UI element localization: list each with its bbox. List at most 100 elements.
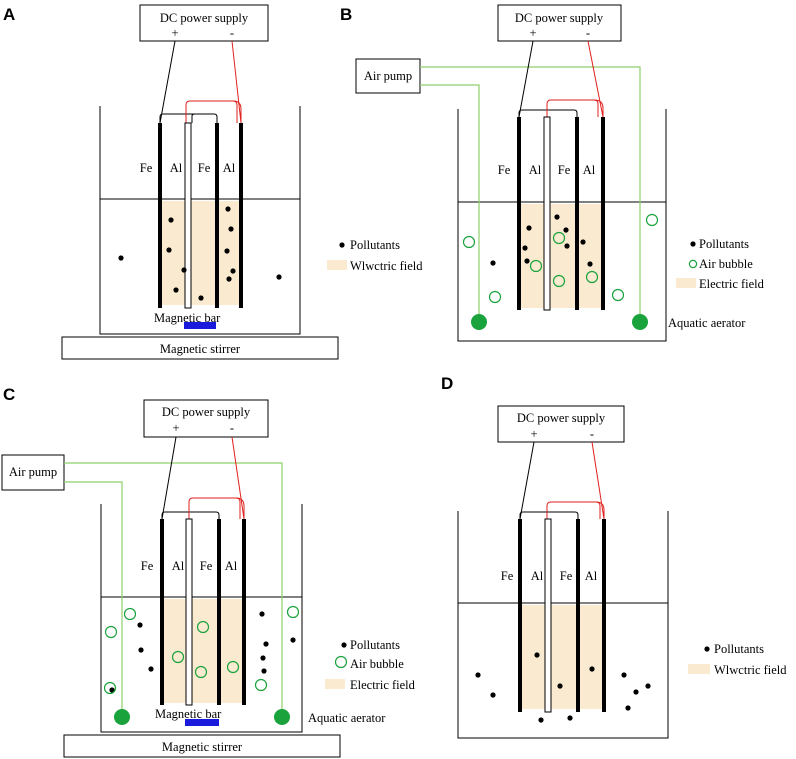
pollutant-dot	[475, 672, 481, 678]
panel-d-power-supply: DC power supply + -	[497, 405, 625, 443]
electrode-label: Fe	[498, 163, 511, 177]
aquatic-aerator	[632, 314, 648, 330]
pollutant-legend-label: Pollutants	[699, 237, 749, 251]
bubble-legend-marker	[688, 259, 698, 269]
electrode-label: Al	[583, 163, 596, 177]
electrode-labels: Fe Al Fe Al	[501, 569, 598, 583]
pollutant-dot	[181, 267, 187, 273]
pollutant-dot	[168, 217, 174, 223]
pollutant-legend-dot	[690, 241, 696, 247]
legend: Pollutants Wlwctric field	[327, 238, 423, 273]
pollutant-dots	[109, 611, 296, 693]
air-bubble	[645, 213, 659, 227]
electrode-label: Al	[529, 163, 542, 177]
power-supply-label: DC power supply	[162, 405, 251, 419]
air-bubble	[611, 288, 625, 302]
electric-field-region	[519, 605, 602, 709]
magnetic-bar	[184, 322, 216, 329]
pollutant-dot	[621, 672, 627, 678]
power-supply-box	[139, 4, 269, 42]
pollutant-dot	[109, 687, 115, 693]
fe-electrode	[576, 519, 580, 712]
pollutant-legend-dot	[341, 642, 347, 648]
fe-electrode	[517, 117, 521, 310]
aerators	[114, 709, 290, 725]
air-bubble	[462, 235, 476, 249]
beaker	[457, 511, 669, 739]
cathode-wiring	[185, 40, 242, 124]
electrode-label: Al	[170, 161, 183, 175]
pollutant-dot	[230, 268, 236, 274]
air-bubble	[194, 665, 208, 679]
electrode-labels: Fe Al Fe Al	[498, 163, 596, 177]
legend: Pollutants Wlwctric field	[688, 642, 787, 677]
beaker	[457, 109, 667, 342]
al-electrode	[185, 518, 193, 706]
pollutant-dot	[198, 295, 204, 301]
fe-electrode	[215, 123, 219, 308]
panel-b: B DC power supply + - Air pump	[340, 4, 765, 342]
panel-b-power-supply: DC power supply + -	[497, 4, 622, 42]
air-bubbles	[103, 605, 300, 695]
power-supply-label: DC power supply	[517, 411, 606, 425]
air-pump-box	[1, 454, 65, 491]
electrode-label: Fe	[198, 161, 211, 175]
pollutant-dot	[259, 611, 265, 617]
aquatic-aerator	[114, 709, 130, 725]
electrode-label: Al	[531, 569, 544, 583]
pollutant-dot	[490, 260, 496, 266]
field-legend-label: Electric field	[350, 678, 416, 692]
pollutant-dot	[625, 705, 631, 711]
pollutant-dot	[261, 668, 267, 674]
pollutant-dot	[166, 247, 172, 253]
power-supply-label: DC power supply	[160, 11, 249, 25]
magnetic-stirrer-box	[61, 336, 339, 360]
electrode-labels: Fe Al Fe Al	[140, 161, 236, 175]
air-bubble	[226, 660, 240, 674]
pollutant-dot	[633, 689, 639, 695]
plus-terminal-label: +	[529, 26, 536, 40]
pollutant-legend-label: Pollutants	[350, 638, 400, 652]
legend: Pollutants Air bubble Electric field	[325, 638, 416, 692]
fe-electrode	[158, 123, 162, 308]
fe-electrode	[518, 519, 522, 712]
pollutant-dot	[534, 652, 540, 658]
pollutant-dot	[228, 226, 234, 232]
electrode-label: Fe	[558, 163, 571, 177]
pollutant-dot	[567, 715, 573, 721]
air-bubble	[552, 231, 566, 245]
pollutant-dot	[522, 245, 528, 251]
electrodes	[160, 518, 246, 706]
fe-electrode	[575, 117, 579, 310]
pollutant-dot	[580, 239, 586, 245]
field-legend-label: Wlwctric field	[350, 259, 423, 273]
electrode-label: Fe	[560, 569, 573, 583]
air-bubble	[196, 620, 210, 634]
electric-field-region	[161, 599, 243, 703]
pollutant-dot	[276, 274, 282, 280]
fe-electrode	[217, 519, 221, 705]
panel-a-power-supply: DC power supply + -	[139, 4, 269, 42]
electrodes	[158, 122, 243, 309]
field-legend-swatch	[688, 664, 710, 674]
pollutant-dot	[524, 258, 530, 264]
minus-terminal-label: -	[590, 427, 594, 441]
pollutant-dot	[587, 261, 593, 267]
pollutant-dots	[490, 214, 593, 267]
plus-terminal-label: +	[171, 26, 178, 40]
pollutant-dot	[118, 255, 124, 261]
air-bubble	[104, 625, 118, 639]
air-lines	[64, 462, 283, 717]
pollutant-dot	[564, 243, 570, 249]
cathode-wiring	[546, 40, 604, 118]
air-bubble	[585, 270, 599, 284]
legend: Pollutants Air bubble Electric field	[676, 237, 765, 291]
pollutant-legend-label: Pollutants	[714, 642, 764, 656]
cathode-wiring	[546, 441, 605, 520]
aerators	[471, 314, 648, 330]
field-legend-swatch	[676, 278, 696, 288]
magnetic-stirrer-label: Magnetic stirrer	[160, 342, 241, 356]
air-bubble	[552, 274, 566, 288]
al-electrode	[601, 117, 605, 310]
